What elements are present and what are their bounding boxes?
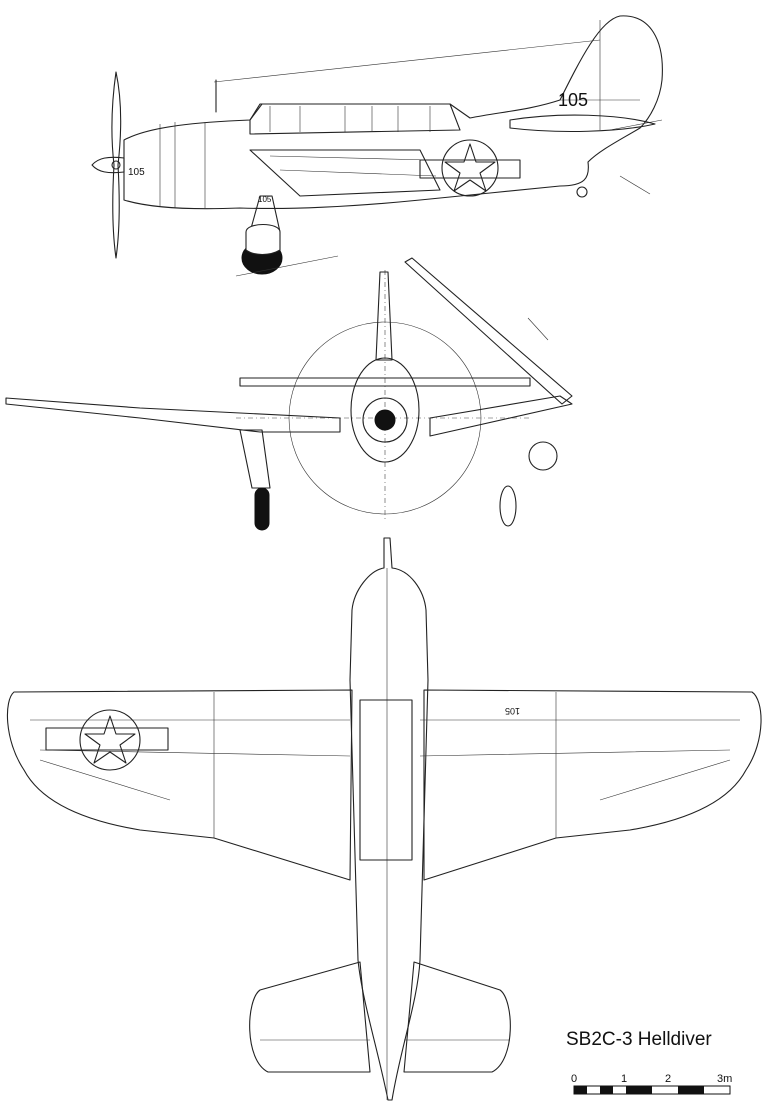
star-insignia-icon: [419, 139, 521, 197]
cowl-number: 105: [128, 167, 145, 178]
scale-tick-label: 1: [621, 1073, 627, 1085]
gear-door-number: 105: [258, 195, 272, 204]
propeller-icon: [91, 71, 125, 259]
front-view: [5, 257, 573, 531]
scale-bar: 0 1 2 3m: [571, 1073, 732, 1095]
top-view: 105: [6, 537, 762, 1101]
side-view: 105 105 105: [91, 15, 663, 277]
tail-number: 105: [558, 90, 588, 110]
scale-tick-label: 3m: [717, 1073, 732, 1085]
star-insignia-icon: [45, 709, 169, 771]
drawing-title: SB2C-3 Helldiver: [566, 1029, 712, 1050]
scale-tick-label: 2: [665, 1073, 671, 1085]
scale-tick-label: 0: [571, 1073, 577, 1085]
wing-number: 105: [505, 706, 520, 716]
